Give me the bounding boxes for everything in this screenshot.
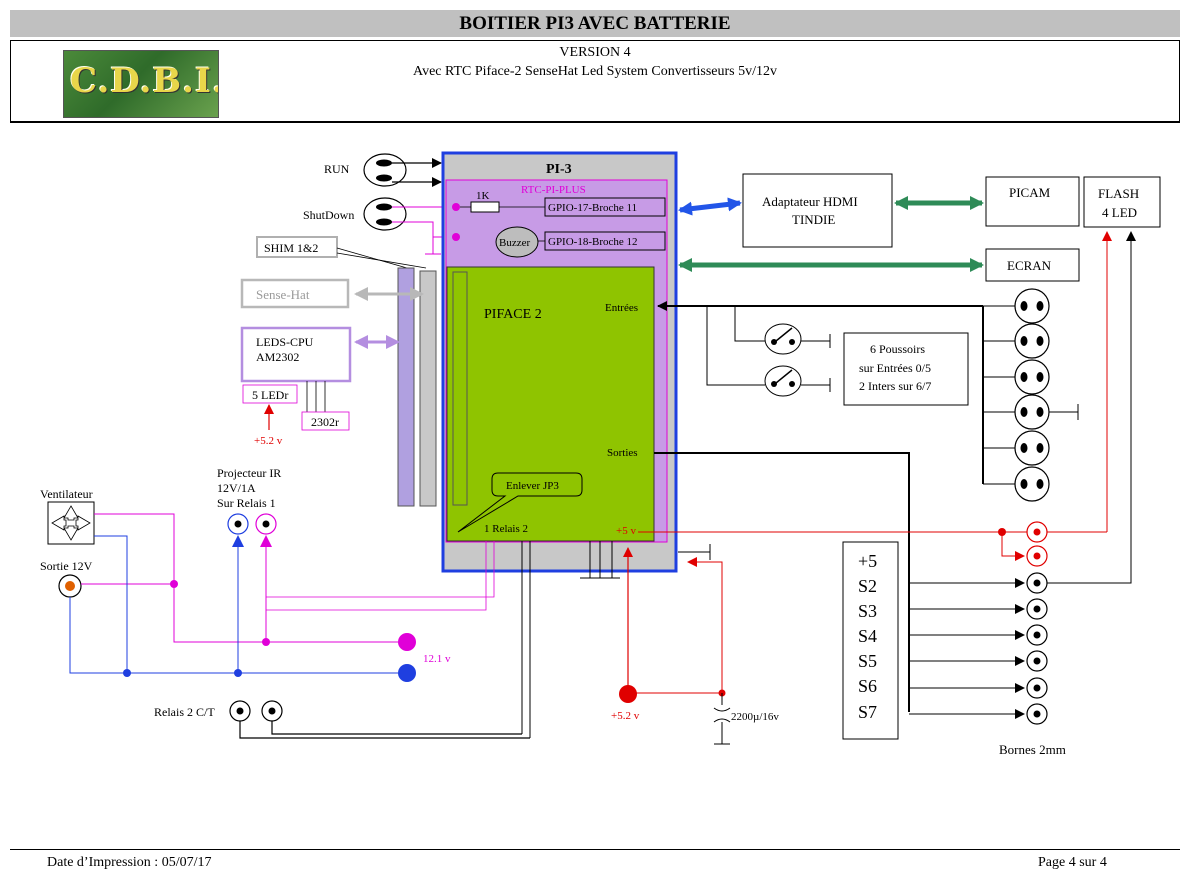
plus52-bottom-label: +5.2 v [611, 710, 640, 722]
five-ledr-box [242, 384, 298, 404]
plus52-bottom-terminal [619, 685, 637, 703]
pushbutton-switch-2 [764, 365, 802, 397]
poussoirs-label-1: 6 Poussoirs [870, 342, 925, 356]
shim-label-box [256, 236, 338, 258]
cdbi-logo: C.D.B.I. [63, 50, 219, 118]
cap-label: 2200µ/16v [731, 711, 779, 723]
flash-box [1083, 176, 1161, 228]
terminal-s2: S2 [858, 576, 877, 596]
entrees-label: Entrées [605, 302, 638, 314]
terminal-s5: S5 [858, 651, 877, 671]
sortie12-jack [58, 574, 82, 598]
input-connectors [983, 288, 1079, 502]
output-jacks [1026, 572, 1048, 725]
rtc-label: RTC-PI-PLUS [521, 184, 586, 196]
piface-header [452, 271, 468, 506]
buzzer [495, 226, 539, 258]
relais12-label: 1 Relais 2 [484, 523, 528, 535]
pushbutton-switch-1 [764, 323, 802, 355]
terminal-s4: S4 [858, 626, 877, 646]
shutdown-label: ShutDown [303, 208, 354, 222]
ventilateur-label: Ventilateur [40, 487, 93, 501]
capacitor [713, 707, 731, 723]
sense-hat-box [240, 278, 350, 309]
gpio17-label: GPIO-17-Broche 11 [548, 202, 637, 214]
terminal-s3: S3 [858, 601, 877, 621]
hdmi-label-1: Adaptateur HDMI [762, 194, 858, 209]
gpio18-label: GPIO-18-Broche 12 [548, 236, 638, 248]
relais2-connectors [229, 700, 283, 722]
plus5-label: +5 v [616, 525, 636, 537]
resistor-label: 1K [476, 190, 490, 202]
flash-label-2: 4 LED [1102, 205, 1137, 220]
ecran-label: ECRAN [1007, 258, 1052, 273]
v121-label: 12.1 v [423, 653, 451, 665]
leds-cpu-label: LEDS-CPU [256, 335, 314, 349]
resistor-1k [470, 201, 500, 213]
sorties-label: Sorties [607, 447, 638, 459]
terminal-s6: S6 [858, 676, 877, 696]
plus52-left-label: +5.2 v [254, 435, 283, 447]
print-date: Date d’Impression : 05/07/17 [47, 855, 212, 870]
page-number: Page 4 sur 4 [1038, 855, 1107, 870]
v121-neg-terminal [398, 664, 416, 682]
piface-label: PIFACE 2 [484, 307, 542, 322]
relais2ct-label: Relais 2 C/T [154, 705, 215, 719]
bornes-label: Bornes 2mm [999, 742, 1066, 757]
v121-pos-terminal [398, 633, 416, 651]
projecteur-label-3: Sur Relais 1 [217, 496, 276, 510]
run-connector [363, 153, 407, 187]
poussoirs-label-3: 2 Inters sur 6/7 [859, 379, 931, 393]
sense-hat-label: Sense-Hat [256, 287, 310, 302]
shim-label: SHIM 1&2 [264, 241, 318, 255]
run-label: RUN [324, 162, 350, 176]
gpio17-box [544, 197, 666, 217]
page-title: BOITIER PI3 AVEC BATTERIE [10, 10, 1180, 37]
poussoirs-label-2: sur Entrées 0/5 [859, 361, 931, 375]
shim-bar-1 [397, 267, 415, 507]
five-ledr-label: 5 LEDr [252, 388, 288, 402]
terminal-plus5: +5 [858, 551, 877, 571]
shim-bar-2 [419, 270, 437, 507]
buzzer-label: Buzzer [499, 237, 530, 249]
terminal-block [842, 541, 899, 740]
header-box: C.D.B.I. VERSION 4 Avec RTC Piface-2 Sen… [10, 40, 1180, 123]
picam-box [985, 176, 1080, 227]
version-label: VERSION 4 [559, 45, 631, 60]
leds-cpu-box [240, 326, 352, 383]
shutdown-connector [363, 197, 407, 231]
fan-icon [47, 501, 95, 545]
hdmi-adapter-box [742, 173, 893, 248]
projecteur-label-2: 12V/1A [217, 481, 256, 495]
footer-divider [10, 849, 1180, 850]
am2302-label: AM2302 [256, 350, 299, 364]
projecteur-label-1: Projecteur IR [217, 466, 281, 480]
logo-text: C.D.B.I. [70, 61, 219, 101]
subtitle-label: Avec RTC Piface-2 SenseHat Led System Co… [413, 64, 777, 79]
picam-label: PICAM [1009, 185, 1051, 200]
enlever-bubble [457, 472, 583, 533]
pi3-label: PI-3 [546, 162, 572, 177]
projecteur-jacks [227, 513, 277, 535]
flash-label-1: FLASH [1098, 186, 1139, 201]
terminal-s7: S7 [858, 702, 877, 722]
dht-label: 2302r [311, 415, 339, 429]
poussoirs-box [843, 332, 969, 406]
sortie12-label: Sortie 12V [40, 559, 93, 573]
enlever-label: Enlever JP3 [506, 480, 559, 492]
dht-box [301, 411, 350, 431]
gpio18-box [544, 231, 666, 251]
hdmi-label-2: TINDIE [792, 212, 835, 227]
ecran-box [985, 248, 1080, 282]
